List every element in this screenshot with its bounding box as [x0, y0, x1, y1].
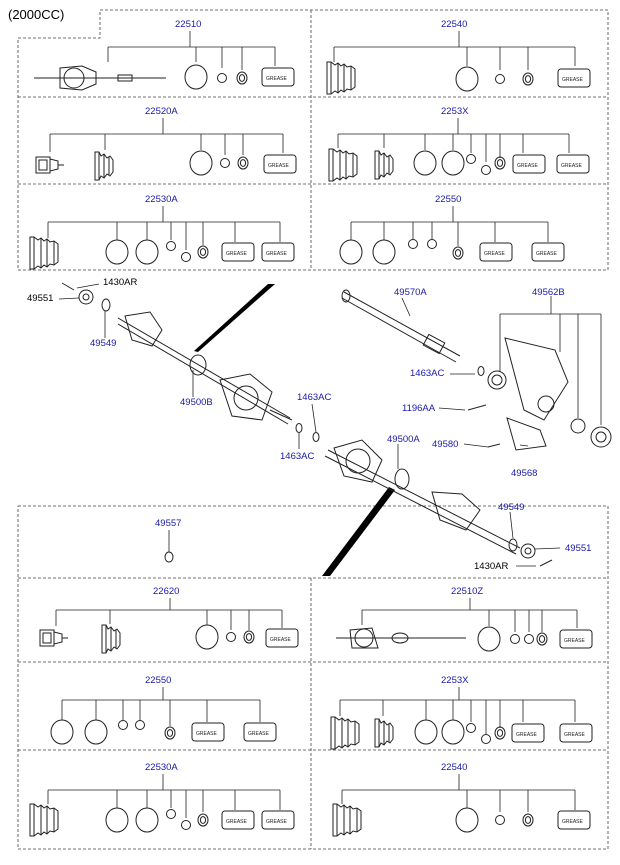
group-label-22540-bottom: 22540	[441, 762, 467, 773]
label-49551-top: 49551	[27, 293, 53, 304]
svg-text:GREASE: GREASE	[266, 251, 288, 257]
group-label-22530A-bottom: 22530A	[145, 762, 178, 773]
svg-text:GREASE: GREASE	[196, 731, 218, 737]
svg-text:GREASE: GREASE	[562, 77, 584, 83]
middle-assembly: 1430AR 49551 49549 49500B 1463AC 1463AC …	[27, 277, 612, 576]
label-1463AC-c: 1463AC	[410, 368, 444, 379]
svg-text:GREASE: GREASE	[517, 163, 539, 169]
svg-text:GREASE: GREASE	[226, 251, 248, 257]
group-label-22620: 22620	[153, 586, 179, 597]
svg-text:GREASE: GREASE	[564, 638, 586, 644]
group-label-49557: 49557	[155, 518, 181, 529]
group-label-22550-bottom: 22550	[145, 675, 171, 686]
svg-text:GREASE: GREASE	[564, 732, 586, 738]
label-1463AC-b: 1463AC	[280, 451, 314, 462]
svg-text:GREASE: GREASE	[561, 163, 583, 169]
label-49562B: 49562B	[532, 287, 565, 298]
group-2253X-bottom: 2253X GREASE GREASE	[330, 675, 593, 750]
label-49500B: 49500B	[180, 397, 213, 408]
label-1463AC-a: 1463AC	[297, 392, 331, 403]
label-49551-bottom: 49551	[565, 543, 591, 554]
label-49580: 49580	[432, 439, 458, 450]
label-1430AR-bottom: 1430AR	[474, 561, 508, 572]
svg-text:GREASE: GREASE	[268, 163, 290, 169]
group-22550-bottom: 22550 GREASE GREASE	[50, 675, 277, 745]
svg-text:GREASE: GREASE	[562, 819, 584, 825]
group-49557: 49557	[155, 518, 181, 563]
group-22540-bottom: 22540 GREASE	[332, 762, 591, 837]
label-1430AR-top: 1430AR	[103, 277, 137, 288]
svg-text:GREASE: GREASE	[270, 637, 292, 643]
svg-text:GREASE: GREASE	[266, 819, 288, 825]
group-label-22550-top: 22550	[435, 194, 461, 205]
group-22530A: 22530A GREASE GREASE	[29, 194, 295, 270]
group-22510Z: 22510Z GREASE	[336, 586, 593, 652]
label-49549-top: 49549	[90, 338, 116, 349]
section-wedge-top	[194, 284, 275, 352]
grease-tube-text: GREASE	[266, 76, 288, 82]
svg-text:GREASE: GREASE	[516, 732, 538, 738]
label-1196AA: 1196AA	[402, 403, 436, 414]
group-22620: 22620 GREASE	[39, 586, 299, 654]
group-label-2253X: 2253X	[441, 106, 469, 117]
lower-box-outline	[17, 505, 609, 850]
group-22530A-bottom: 22530A GREASE GREASE	[29, 762, 295, 837]
variant-label: (2000CC)	[8, 7, 64, 22]
group-22520A: 22520A GREASE	[35, 106, 297, 181]
group-label-22540: 22540	[441, 19, 467, 30]
label-49500A: 49500A	[387, 434, 420, 445]
svg-text:GREASE: GREASE	[536, 251, 558, 257]
svg-text:GREASE: GREASE	[484, 251, 506, 257]
group-label-2253X-bottom: 2253X	[441, 675, 469, 686]
group-22540: 22540 GREASE	[326, 19, 591, 95]
svg-text:GREASE: GREASE	[226, 819, 248, 825]
group-22550-top: 22550 GREASE GREASE	[339, 194, 565, 265]
group-2253X: 2253X GREASE GREASE	[328, 106, 590, 182]
section-wedge-bottom	[322, 487, 395, 576]
group-label-22520A: 22520A	[145, 106, 178, 117]
group-label-22530A-top: 22530A	[145, 194, 178, 205]
label-49549-bottom: 49549	[498, 502, 524, 513]
group-label-22510: 22510	[175, 19, 201, 30]
label-49570A: 49570A	[394, 287, 427, 298]
group-22510: 22510 GREASE	[34, 19, 295, 91]
svg-text:GREASE: GREASE	[248, 731, 270, 737]
group-label-22510Z: 22510Z	[451, 586, 483, 597]
label-49568: 49568	[511, 468, 537, 479]
upper-box-outline	[17, 9, 609, 271]
